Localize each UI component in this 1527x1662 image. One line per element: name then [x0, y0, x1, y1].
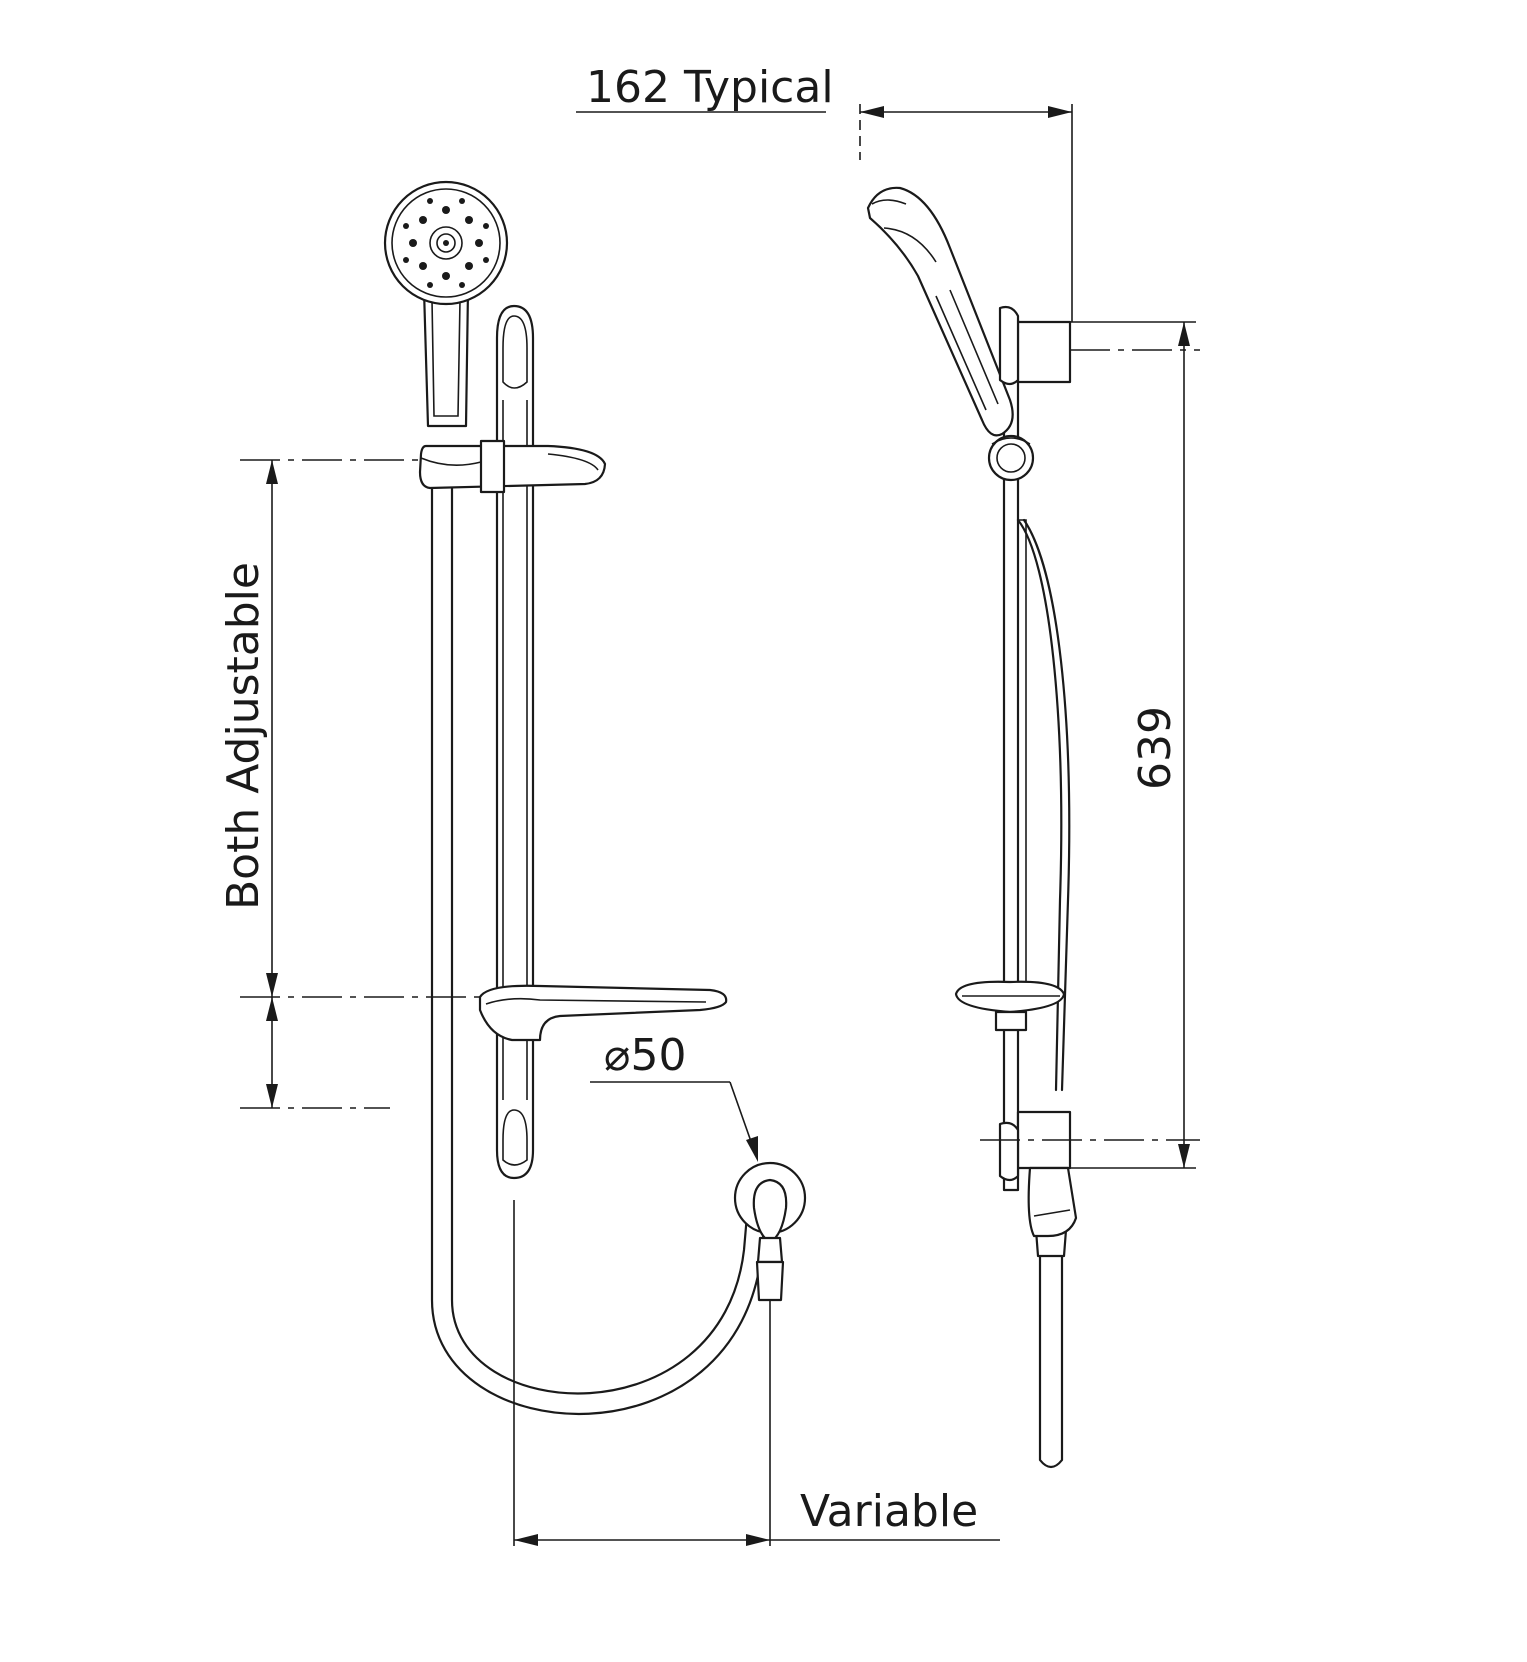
dimension-hose-diameter: ⌀50 [590, 1030, 758, 1162]
dimension-bar-height: 639 [980, 321, 1200, 1169]
top-wall-bracket [998, 305, 1072, 386]
side-view [866, 186, 1078, 1469]
bar-height-label: 639 [1130, 706, 1181, 790]
side-slider [987, 434, 1035, 482]
dimension-vertical-adjustable: Both Adjustable [218, 459, 480, 1109]
shower-head-front [383, 180, 509, 428]
dimension-typical-width: 162 Typical [576, 62, 1073, 322]
slider-bracket [418, 439, 607, 494]
riser-rail [495, 304, 535, 1180]
dimensions: 162 Typical Both Adjustable 639 [218, 62, 1200, 1546]
variable-label: Variable [800, 1486, 978, 1537]
typical-width-label: 162 Typical [586, 62, 834, 113]
soap-dish-side [954, 980, 1066, 1032]
front-view [383, 180, 807, 1416]
front-hose [430, 478, 770, 1416]
soap-dish-front [478, 984, 728, 1042]
dimension-variable: Variable [513, 1200, 1000, 1546]
bottom-wall-bracket [998, 1110, 1078, 1238]
hose-diameter-label: ⌀50 [604, 1030, 686, 1081]
wall-outlet-front [733, 1161, 807, 1302]
vertical-adjustable-label: Both Adjustable [218, 562, 269, 910]
shower-head-side [866, 186, 1014, 437]
spray-nozzles [403, 198, 489, 288]
